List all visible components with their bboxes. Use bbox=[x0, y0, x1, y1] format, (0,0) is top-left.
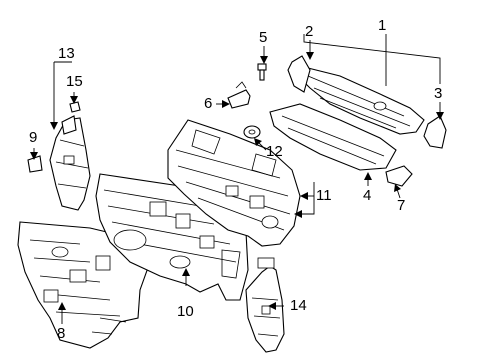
dash-insulator-part bbox=[167, 119, 301, 247]
bolt-part bbox=[257, 63, 267, 81]
clip-part bbox=[27, 155, 43, 173]
callout-13: 13 bbox=[58, 45, 75, 62]
callout-14: 14 bbox=[290, 297, 307, 314]
bracket-6-part bbox=[227, 81, 251, 109]
callout-9: 9 bbox=[29, 129, 38, 146]
bracket-7-part bbox=[385, 165, 413, 187]
callout-6: 6 bbox=[204, 95, 213, 112]
callout-8: 8 bbox=[57, 325, 66, 342]
insulator-pad-part bbox=[17, 221, 151, 349]
grommet-part bbox=[243, 125, 261, 139]
cowl-top-part bbox=[299, 65, 425, 135]
pillar-bracket-part bbox=[245, 257, 285, 353]
side-bracket-part bbox=[49, 115, 91, 211]
cowl-panel-part bbox=[269, 103, 397, 171]
nut-part bbox=[69, 101, 81, 113]
cowl-side-bracket-right-part bbox=[423, 115, 447, 149]
callout-12: 12 bbox=[266, 143, 283, 160]
callout-5: 5 bbox=[259, 29, 268, 46]
callout-10: 10 bbox=[177, 303, 194, 320]
callout-7: 7 bbox=[397, 197, 406, 214]
callout-4: 4 bbox=[363, 187, 372, 204]
callout-11: 11 bbox=[316, 187, 332, 204]
callout-1: 1 bbox=[378, 17, 387, 34]
arrow-heads bbox=[30, 52, 444, 310]
callout-15: 15 bbox=[66, 73, 83, 90]
callout-2: 2 bbox=[305, 23, 314, 40]
callout-3: 3 bbox=[434, 85, 443, 102]
cowl-side-bracket-left-part bbox=[287, 55, 311, 93]
